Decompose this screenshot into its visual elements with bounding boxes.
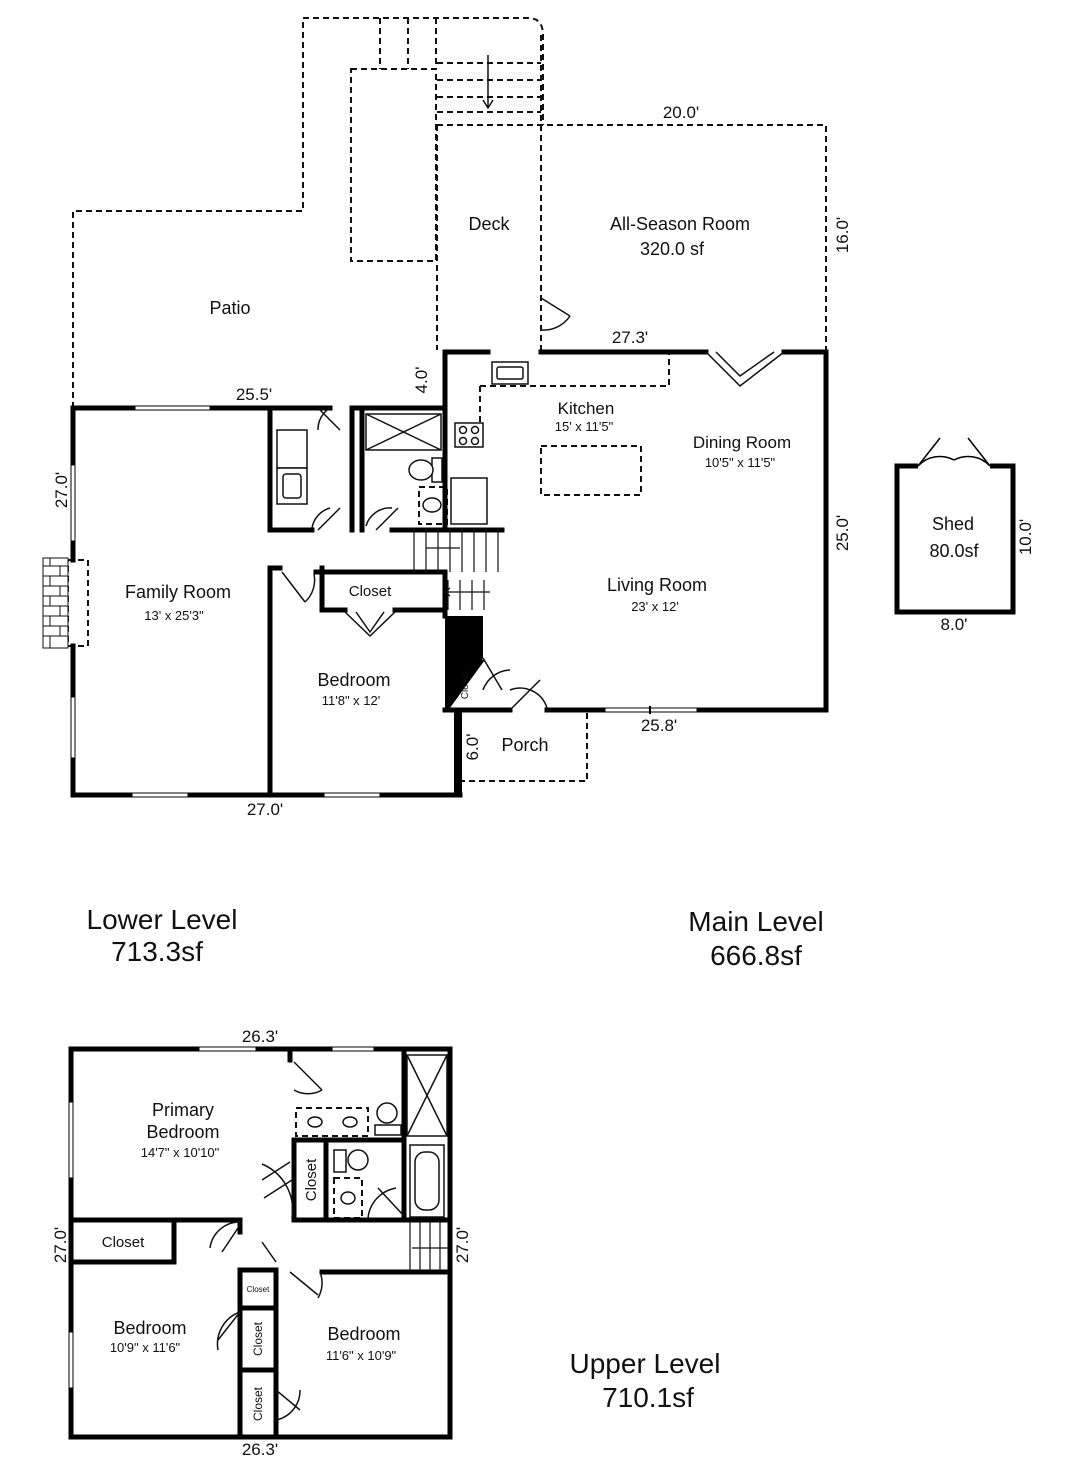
kitchen-fixtures bbox=[450, 361, 529, 525]
closet-bottom-label: Closet bbox=[251, 1386, 265, 1421]
laundry-appliances bbox=[276, 429, 308, 505]
lower-level-area: 713.3sf bbox=[111, 936, 203, 967]
kitchen-counter bbox=[479, 354, 670, 445]
dim-lower-left: 27.0' bbox=[52, 472, 71, 508]
closet-stair-label: Closet bbox=[460, 671, 471, 700]
upper-windows bbox=[68, 1046, 380, 1440]
door-bath bbox=[365, 507, 399, 531]
dim-upper-right: 27.0' bbox=[453, 1227, 472, 1263]
door-laundry-top bbox=[317, 407, 341, 431]
fireplace bbox=[42, 557, 69, 649]
upper-level-walls bbox=[68, 1046, 453, 1440]
outdoor-dashed-outlines bbox=[67, 17, 827, 1219]
upper-level-title: Upper Level bbox=[570, 1348, 721, 1379]
dim-upper-top: 26.3' bbox=[242, 1027, 278, 1046]
living-room-name: Living Room bbox=[607, 575, 707, 595]
bedroom-left-size: 10'9" x 11'6" bbox=[110, 1340, 181, 1355]
labels: Patio Deck All-Season Room 320.0 sf 20.0… bbox=[51, 103, 1035, 1459]
porch-label: Porch bbox=[501, 735, 548, 755]
closet-primary-label: Closet bbox=[102, 1234, 145, 1251]
bedroom-lower-size: 11'8" x 12' bbox=[322, 693, 381, 708]
upper-bath-fixtures bbox=[307, 1054, 448, 1218]
closet-hall-label: Closet bbox=[303, 1158, 320, 1201]
door-closet-stair bbox=[482, 657, 511, 691]
main-level-area: 666.8sf bbox=[710, 940, 802, 971]
kitchen-size: 15' x 11'5" bbox=[555, 419, 614, 434]
dim-main-bottom: 25.8' bbox=[641, 716, 677, 735]
fireplace-hearth bbox=[67, 559, 89, 647]
patio-outline bbox=[72, 17, 544, 408]
dim-shed-width: 8.0' bbox=[941, 615, 968, 634]
primary-bedroom-name-1: Primary bbox=[152, 1100, 214, 1120]
closet-mid-label: Closet bbox=[251, 1321, 265, 1356]
family-room-name: Family Room bbox=[125, 582, 231, 602]
planter-box bbox=[350, 68, 437, 262]
dim-main-top: 27.3' bbox=[612, 328, 648, 347]
dim-lower-bottom: 27.0' bbox=[247, 800, 283, 819]
dining-name: Dining Room bbox=[693, 433, 791, 452]
lower-stairs bbox=[413, 530, 499, 610]
lower-bath-fixtures bbox=[365, 413, 443, 513]
deck-stair-arrow bbox=[482, 55, 494, 110]
shed-name: Shed bbox=[932, 514, 974, 534]
shed bbox=[894, 437, 1016, 615]
all-season-room-area: 320.0 sf bbox=[640, 239, 705, 259]
family-room-size: 13' x 25'3" bbox=[144, 608, 204, 623]
all-season-room-outline bbox=[437, 124, 827, 350]
kitchen-name: Kitchen bbox=[558, 399, 615, 418]
main-level-walls bbox=[442, 349, 829, 713]
upper-doors bbox=[209, 1061, 405, 1421]
kitchen-island bbox=[540, 445, 642, 496]
wall-mass bbox=[445, 616, 483, 658]
dim-shed-depth: 10.0' bbox=[1016, 519, 1035, 555]
doors bbox=[281, 297, 785, 711]
lower-level-title: Lower Level bbox=[87, 904, 238, 935]
all-season-room-name: All-Season Room bbox=[610, 214, 750, 234]
closet-lower-label: Closet bbox=[349, 583, 392, 600]
dim-upper-left: 27.0' bbox=[51, 1227, 70, 1263]
upper-vanity bbox=[295, 1107, 369, 1137]
lower-level-walls bbox=[70, 405, 505, 798]
dim-porch: 6.0' bbox=[463, 734, 482, 761]
bedroom-right-size: 11'6" x 10'9" bbox=[326, 1348, 397, 1363]
bedroom-left-name: Bedroom bbox=[113, 1318, 186, 1338]
bedroom-lower-name: Bedroom bbox=[317, 670, 390, 690]
deck-label: Deck bbox=[468, 214, 510, 234]
dim-lower-top: 25.5' bbox=[236, 385, 272, 404]
primary-bedroom-name-2: Bedroom bbox=[146, 1122, 219, 1142]
dim-main-right: 25.0' bbox=[833, 515, 852, 551]
upper-stairs bbox=[409, 1222, 448, 1270]
door-laundry-bottom bbox=[311, 507, 341, 531]
door-french-dining bbox=[705, 351, 785, 387]
bedroom-right-name: Bedroom bbox=[327, 1324, 400, 1344]
windows bbox=[70, 405, 382, 798]
door-closet-double bbox=[344, 611, 396, 638]
main-level-title: Main Level bbox=[688, 906, 823, 937]
dim-as-width: 20.0' bbox=[663, 103, 699, 122]
closet-small-label: Closet bbox=[247, 1285, 270, 1294]
dining-size: 10'5" x 11'5" bbox=[705, 455, 776, 470]
primary-bedroom-size: 14'7" x 10'10" bbox=[141, 1145, 220, 1160]
dim-upper-bottom: 26.3' bbox=[242, 1440, 278, 1459]
door-deck bbox=[540, 297, 571, 331]
door-bedroom bbox=[281, 571, 316, 603]
upper-level-area: 710.1sf bbox=[602, 1382, 694, 1413]
dim-as-depth: 16.0' bbox=[833, 217, 852, 253]
shed-area: 80.0sf bbox=[929, 541, 979, 561]
living-room-size: 23' x 12' bbox=[631, 599, 679, 614]
dim-step: 4.0' bbox=[412, 367, 431, 394]
patio-label: Patio bbox=[209, 298, 250, 318]
door-front bbox=[509, 679, 548, 711]
vanity bbox=[418, 486, 448, 525]
stair-closet bbox=[446, 659, 485, 709]
